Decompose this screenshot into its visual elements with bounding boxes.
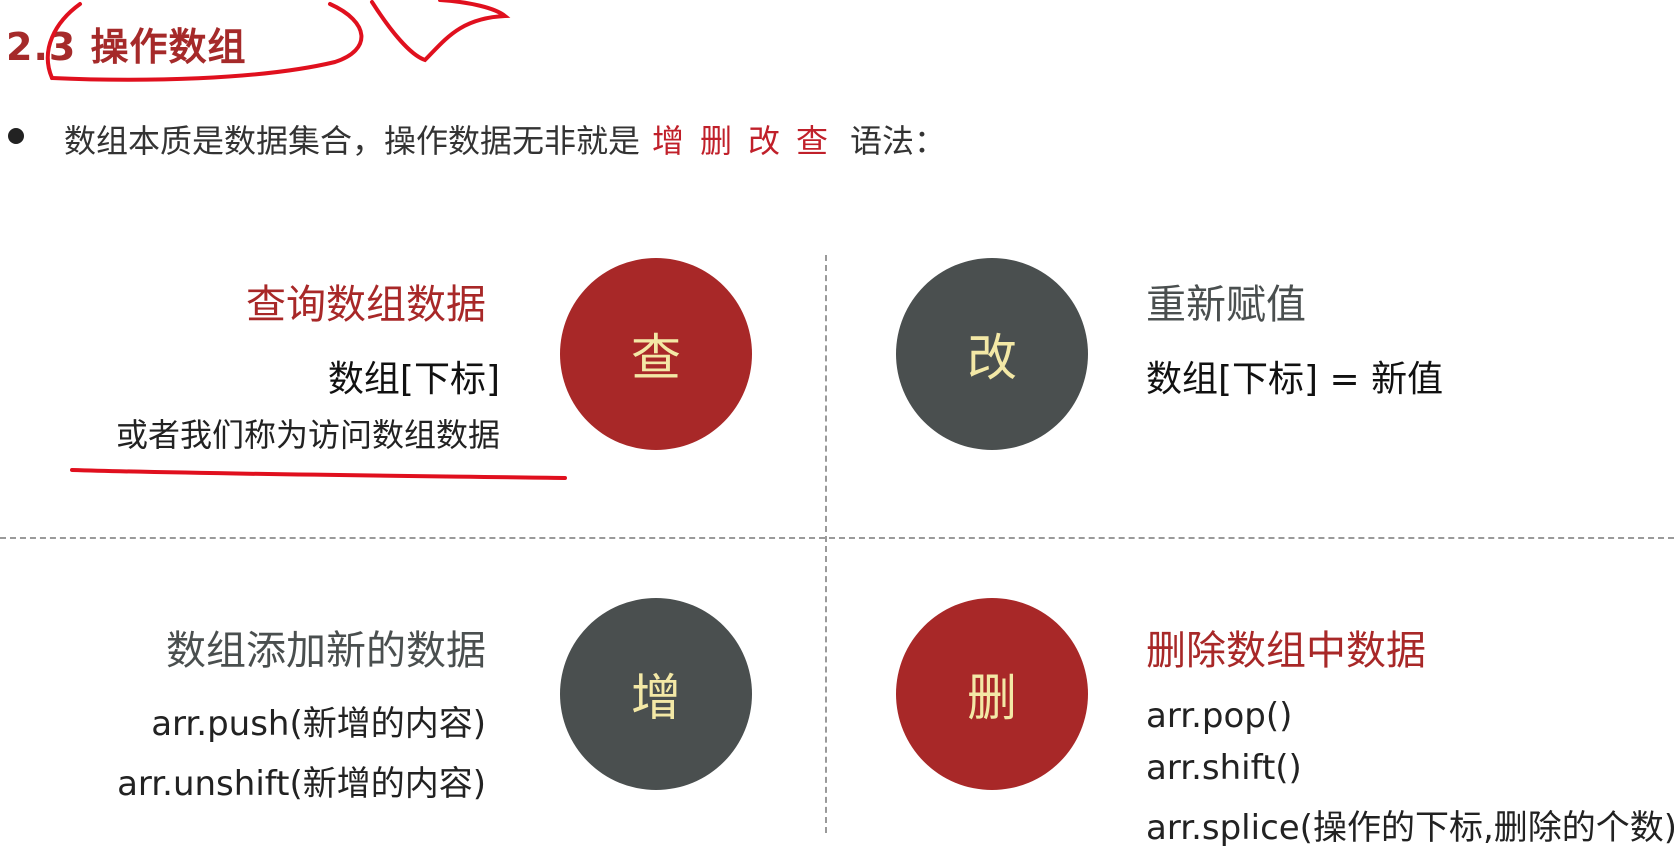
title-scribble-stroke (370, 0, 511, 63)
add-heading: 数组添加新的数据 (166, 628, 486, 674)
add-circle-label: 增 (631, 669, 681, 727)
add-circle: 增 (560, 598, 752, 790)
delete-circle-label: 删 (967, 669, 1017, 727)
title-scribble-stroke (50, 2, 364, 82)
modify-heading: 重新赋值 (1146, 282, 1306, 328)
add-line: arr.unshift(新增的内容) (117, 764, 486, 804)
query-note: 或者我们称为访问数组数据 (115, 416, 500, 454)
delete-line: arr.pop() (1146, 696, 1293, 736)
modify-circle: 改 (896, 258, 1088, 450)
intro-bullet: 数组本质是数据集合，操作数据无非就是增删改查语法： (64, 116, 946, 162)
intro-text: 数组本质是数据集合，操作数据无非就是 (64, 122, 641, 160)
delete-circle: 删 (896, 598, 1088, 790)
title-scribble-stroke (45, 2, 82, 80)
modify-syntax: 数组[下标] = 新值 (1146, 359, 1444, 400)
bullet-icon (8, 128, 24, 144)
modify-circle-label: 改 (967, 329, 1017, 387)
query-heading: 查询数组数据 (246, 282, 486, 328)
intro-highlight: 增删改查 (652, 122, 845, 160)
query-circle-label: 查 (631, 329, 681, 387)
delete-line: arr.shift() (1146, 748, 1302, 788)
query-underline-stroke (70, 468, 567, 480)
vertical-divider (825, 255, 827, 833)
query-circle: 查 (560, 258, 752, 450)
query-syntax: 数组[下标] (327, 359, 500, 400)
horizontal-divider (0, 537, 1674, 539)
intro-suffix: 语法： (850, 122, 947, 160)
delete-line: arr.splice(操作的下标,删除的个数) (1146, 808, 1674, 848)
add-line: arr.push(新增的内容) (151, 704, 486, 744)
delete-heading: 删除数组中数据 (1146, 628, 1426, 674)
